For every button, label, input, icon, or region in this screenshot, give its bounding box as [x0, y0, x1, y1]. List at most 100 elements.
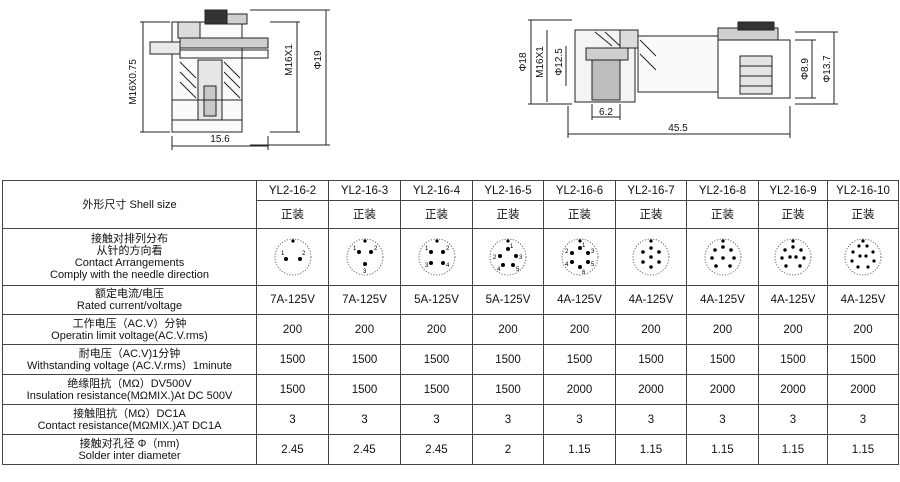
label-en: Insulation resistance(MΩMIX.)At DC 500V [26, 389, 233, 402]
spec-value: 1500 [472, 344, 544, 375]
pin-layout-cell: 1 2 3 4 [400, 228, 473, 286]
row-label: 接触阻抗（MΩ）DC1A Contact resistance(MΩMIX.)A… [2, 404, 257, 435]
spec-value: 1.15 [615, 434, 687, 465]
spec-value: 3 [758, 404, 828, 435]
spec-value: 5A-125V [472, 285, 544, 315]
dim-right-45-5: 45.5 [668, 123, 688, 134]
spec-value: 3 [686, 404, 759, 435]
spec-value: 1500 [256, 374, 329, 405]
spec-value: 1500 [543, 344, 616, 375]
model-header: YL2-16-10 [827, 180, 899, 201]
dim-right-6-2: 6.2 [599, 107, 613, 118]
pin-layout-cell: 1 2 3 4 5 [472, 228, 544, 286]
label-en: Rated current/voltage [76, 300, 183, 312]
label-line: 从针的方向看 [96, 245, 163, 257]
pin-number: 1 [281, 251, 285, 257]
spec-row: 耐电压（AC.V)1分钟 Withstanding voltage (AC.V.… [2, 344, 899, 375]
pin-number: 2 [302, 251, 306, 257]
pin-number: 4 [497, 267, 501, 273]
spec-value: 1.15 [827, 434, 899, 465]
pin-layout-10-diagram [844, 238, 882, 276]
technical-drawings: M16X0.75 M16X1 Φ19 15.6 Φ18 M16X1 Φ12.5 … [128, 9, 838, 150]
spec-value: 7A-125V [328, 285, 401, 315]
spec-value: 200 [758, 314, 828, 345]
pin-number: 3 [591, 249, 595, 255]
spec-value: 2.45 [256, 434, 329, 465]
model-header: YL2-16-4 [400, 180, 473, 201]
label-line: 接触对排列分布 [91, 233, 168, 245]
spec-value: 3 [400, 404, 473, 435]
pin-layout-cell [615, 228, 687, 286]
pin-number: 1 [353, 246, 357, 252]
label-en: Withstanding voltage (AC.V.rms）1minute [26, 359, 232, 372]
pin-number: 1 [582, 243, 586, 249]
dim-right-d13-7: Φ13.7 [822, 55, 833, 83]
label-cn: 接触对孔径 Φ（mm) [79, 437, 180, 450]
dim-left-m16x1: M16X1 [284, 44, 295, 76]
contact-arrangement-label: 接触对排列分布 从针的方向看 Contact Arrangements Comp… [2, 228, 257, 286]
spec-row: 接触对孔径 Φ（mm) Solder inter diameter 2.45 2… [2, 434, 899, 465]
model-header: YL2-16-8 [686, 180, 759, 201]
pin-number: 6 [582, 270, 586, 276]
spec-value: 200 [543, 314, 616, 345]
pin-layout-cell [827, 228, 899, 286]
spec-row: 额定电流/电压 Rated current/voltage 7A-125V 7A… [2, 285, 899, 315]
pin-number: 2 [565, 249, 569, 255]
pin-layout-6-diagram: 1 2 3 4 5 6 [561, 238, 598, 276]
row-label: 额定电流/电压 Rated current/voltage [2, 285, 257, 315]
label-cn: 接触阻抗（MΩ）DC1A [73, 407, 186, 420]
spec-value: 200 [328, 314, 401, 345]
spec-value: 200 [400, 314, 473, 345]
shell-size-value: 正装 [686, 200, 759, 229]
spec-value: 3 [328, 404, 401, 435]
spec-value: 3 [615, 404, 687, 435]
spec-value: 2.45 [328, 434, 401, 465]
spec-value: 2000 [758, 374, 828, 405]
spec-value: 1500 [256, 344, 329, 375]
spec-value: 2 [472, 434, 544, 465]
label-en: Operatin limit voltage(AC.V.rms) [51, 329, 208, 342]
spec-value: 2000 [827, 374, 899, 405]
pin-number: 5 [591, 262, 595, 268]
pin-number: 4 [565, 262, 569, 268]
label-line: Comply with the needle direction [50, 269, 209, 281]
spec-value: 2000 [615, 374, 687, 405]
label-cn: 耐电压（AC.V)1分钟 [78, 347, 181, 360]
spec-value: 4A-125V [543, 285, 616, 315]
model-header: YL2-16-5 [472, 180, 544, 201]
spec-value: 4A-125V [615, 285, 687, 315]
pin-layout-4-diagram: 1 2 3 4 [418, 238, 455, 276]
spec-value: 3 [827, 404, 899, 435]
pin-number: 2 [446, 246, 450, 252]
pin-layout-5-diagram: 1 2 3 4 5 [489, 238, 527, 276]
model-header: YL2-16-6 [543, 180, 616, 201]
dim-right-d12-5: Φ12.5 [554, 48, 565, 76]
label-cn: 额定电流/电压 [94, 288, 165, 300]
spec-row: 工作电压（AC.V）分钟 Operatin limit voltage(AC.V… [2, 314, 899, 345]
dim-right-m16x1: M16X1 [535, 46, 546, 78]
label-cn: 工作电压（AC.V）分钟 [72, 317, 187, 330]
spec-value: 4A-125V [686, 285, 759, 315]
pin-layout-8-diagram [704, 238, 741, 276]
pin-number: 3 [363, 269, 367, 275]
pin-number: 1 [425, 246, 429, 252]
pin-number: 4 [446, 263, 450, 269]
spec-value: 1500 [827, 344, 899, 375]
label-en: Contact resistance(MΩMIX.)AT DC1A [37, 419, 222, 432]
spec-value: 1.15 [543, 434, 616, 465]
pin-layout-cell: 1 2 3 [328, 228, 401, 286]
spec-row: 接触阻抗（MΩ）DC1A Contact resistance(MΩMIX.)A… [2, 404, 899, 435]
row-label: 接触对孔径 Φ（mm) Solder inter diameter [2, 434, 257, 465]
spec-table: 外形尺寸 Shell size YL2-16-2 YL2-16-3 YL2-16… [2, 180, 899, 465]
pin-number: 5 [516, 267, 520, 273]
drawing-right-part [528, 19, 838, 138]
pin-layout-cell [686, 228, 759, 286]
shell-size-row: 正装 正装 正装 正装 正装 正装 正装 正装 正装 [3, 200, 899, 229]
spec-value: 1500 [615, 344, 687, 375]
pin-layout-cell: 1 2 3 4 5 6 [543, 228, 616, 286]
dim-left-m16x075: M16X0.75 [128, 59, 139, 105]
pin-layout-2-diagram: 1 2 [274, 238, 311, 276]
model-header: YL2-16-3 [328, 180, 401, 201]
dim-right-d8-9: Φ8.9 [800, 58, 811, 80]
model-header: YL2-16-2 [256, 180, 329, 201]
